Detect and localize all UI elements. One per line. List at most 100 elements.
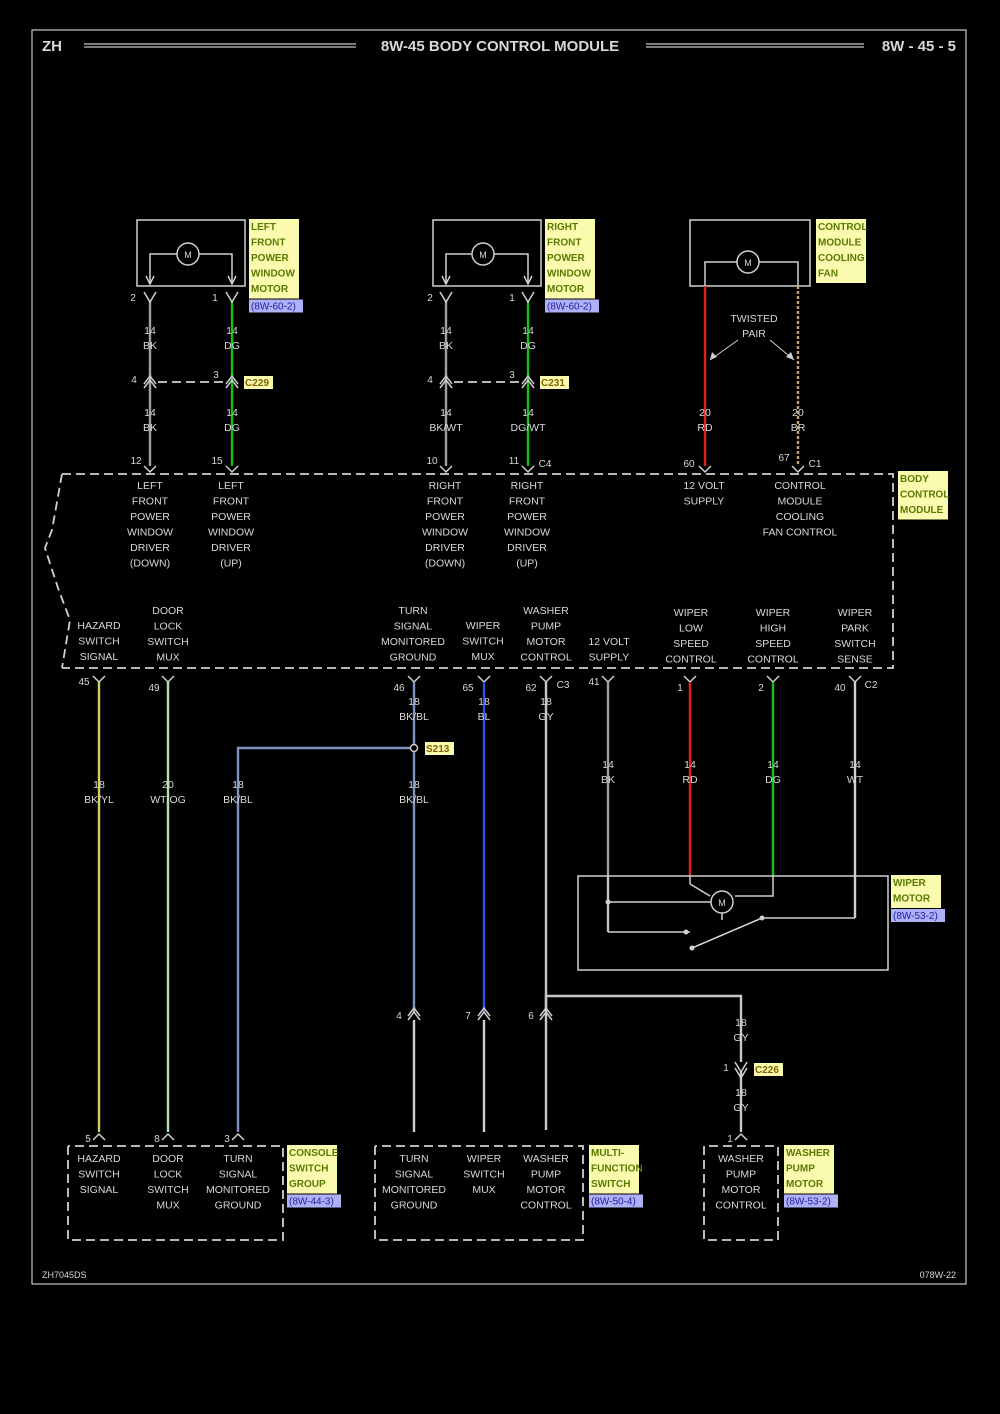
svg-text:18: 18 — [232, 779, 244, 791]
svg-text:1: 1 — [723, 1063, 729, 1074]
bcm-func-lf-up: DRIVER — [211, 542, 251, 554]
mfs-func-washer: CONTROL — [520, 1200, 571, 1212]
bcm-func-turn: SIGNAL — [394, 621, 433, 633]
motor-symbol: M — [479, 250, 487, 260]
wiper-motor-label-ref[interactable]: (8W-53-2) — [893, 911, 938, 922]
bcm-func-fan: COOLING — [776, 511, 824, 523]
bcm-func-lf-up: POWER — [211, 511, 251, 523]
bcm-label-line: CONTROL — [900, 490, 949, 501]
svg-text:4: 4 — [396, 1011, 402, 1022]
mfs-func-turn: GROUND — [391, 1200, 438, 1212]
bcm-func-high: SPEED — [755, 638, 791, 650]
svg-text:1: 1 — [677, 683, 683, 694]
svg-text:14: 14 — [684, 759, 696, 771]
washer-label-ref[interactable]: (8W-53-2) — [786, 1197, 831, 1208]
svg-text:14: 14 — [144, 325, 156, 337]
bcm-func-rf-down: RIGHT — [429, 480, 462, 492]
console-func-door: SWITCH — [147, 1184, 188, 1196]
svg-text:14: 14 — [440, 407, 452, 419]
mfs-func-wiper: MUX — [472, 1184, 495, 1196]
bcm-func-rf-down: (DOWN) — [425, 558, 465, 570]
splice-s213: S213 — [426, 744, 450, 755]
fan-wires: TWISTED PAIR 20 RD 20 BR — [697, 286, 806, 466]
washer-label-line: WASHER — [786, 1148, 831, 1159]
bcm-func-high: HIGH — [760, 623, 786, 635]
bcm-func-turn: TURN — [398, 605, 427, 617]
svg-text:1: 1 — [509, 293, 515, 304]
bcm-func-lf-down: WINDOW — [127, 527, 173, 539]
bcm-func-lf-down: FRONT — [132, 496, 169, 508]
console-func-turn: TURN — [223, 1153, 252, 1165]
bcm-func-washer: WASHER — [523, 605, 569, 617]
svg-text:WT/OG: WT/OG — [150, 794, 186, 806]
washer-label-line: MOTOR — [786, 1179, 824, 1190]
svg-text:65: 65 — [462, 683, 474, 694]
mfs-label-line: MULTI- — [591, 1148, 624, 1159]
console-switch-label: CONSOLE SWITCH GROUP (8W-44-3) — [287, 1145, 341, 1208]
console-label-line: SWITCH — [289, 1164, 328, 1175]
bcm-func-supply-b: SUPPLY — [589, 652, 630, 664]
bcm-func-fan: MODULE — [778, 496, 823, 508]
bcm-func-lf-down: POWER — [130, 511, 170, 523]
bcm-func-lf-up: WINDOW — [208, 527, 254, 539]
motor-symbol: M — [718, 898, 726, 908]
svg-text:BK/YL: BK/YL — [84, 794, 114, 806]
svg-text:18: 18 — [540, 696, 552, 708]
bcm-func-park: PARK — [841, 623, 869, 635]
svg-text:18: 18 — [408, 696, 420, 708]
svg-text:14: 14 — [144, 407, 156, 419]
svg-text:GY: GY — [733, 1032, 748, 1044]
svg-text:1: 1 — [727, 1134, 733, 1145]
bcm-func-hazard: HAZARD — [77, 620, 121, 632]
mfs-label-ref[interactable]: (8W-50-4) — [591, 1197, 636, 1208]
bcm-func-hazard: SWITCH — [78, 636, 119, 648]
bcm-func-fan: FAN CONTROL — [763, 527, 838, 539]
svg-text:14: 14 — [602, 759, 614, 771]
rf-motor-label-ref[interactable]: (8W-60-2) — [547, 302, 592, 313]
rf-motor-label-line: MOTOR — [547, 284, 585, 295]
bcm-func-rf-up: POWER — [507, 511, 547, 523]
svg-text:14: 14 — [849, 759, 861, 771]
bcm-function-labels: LEFTFRONTPOWERWINDOWDRIVER(DOWN)LEFTFRON… — [77, 480, 875, 666]
bcm-func-wiper: WIPER — [466, 620, 501, 632]
cooling-fan-motor: M — [689, 219, 811, 287]
console-label-ref[interactable]: (8W-44-3) — [289, 1197, 334, 1208]
svg-text:60: 60 — [683, 459, 695, 470]
bcm-func-rf-down: WINDOW — [422, 527, 468, 539]
bcm-func-rf-up: DRIVER — [507, 542, 547, 554]
console-label-line: CONSOLE — [289, 1148, 339, 1159]
bcm-func-supply: 12 VOLT — [683, 480, 725, 492]
bcm-func-high: WIPER — [756, 607, 791, 619]
washer-func: PUMP — [726, 1169, 756, 1181]
svg-text:DG: DG — [224, 340, 240, 352]
motor-symbol: M — [184, 250, 192, 260]
mfs-func-wiper: WIPER — [467, 1153, 502, 1165]
left-front-window-motor: M — [136, 219, 246, 287]
lf-motor-label-ref[interactable]: (8W-60-2) — [251, 302, 296, 313]
lf-motor-label-line: LEFT — [251, 222, 276, 233]
mfs-func-washer: PUMP — [531, 1169, 561, 1181]
washer-label-line: PUMP — [786, 1164, 815, 1175]
svg-text:18: 18 — [408, 779, 420, 791]
rf-motor-label-line: WINDOW — [547, 269, 591, 280]
console-func-hazard: SIGNAL — [80, 1184, 119, 1196]
bcm-func-low: LOW — [679, 623, 703, 635]
console-func-door: LOCK — [154, 1169, 183, 1181]
svg-text:DG: DG — [520, 340, 536, 352]
fan-label-line: CONTROL — [818, 222, 867, 233]
svg-text:7: 7 — [465, 1011, 471, 1022]
svg-text:20: 20 — [162, 779, 174, 791]
right-front-window-motor: M — [432, 219, 542, 287]
svg-text:14: 14 — [440, 325, 452, 337]
bcm-func-rf-up: (UP) — [516, 558, 538, 570]
svg-text:5: 5 — [85, 1134, 91, 1145]
rf-wires: 2 1 14 BK 14 DG 4 3 14 BK/WT 14 DG/WT — [427, 291, 546, 466]
console-label-line: GROUP — [289, 1179, 326, 1190]
svg-text:BK/WT: BK/WT — [429, 422, 463, 434]
bcm-func-fan: CONTROL — [774, 480, 825, 492]
svg-text:RD: RD — [682, 774, 698, 786]
connector-c226: C226 — [755, 1065, 779, 1076]
svg-text:62: 62 — [525, 683, 537, 694]
